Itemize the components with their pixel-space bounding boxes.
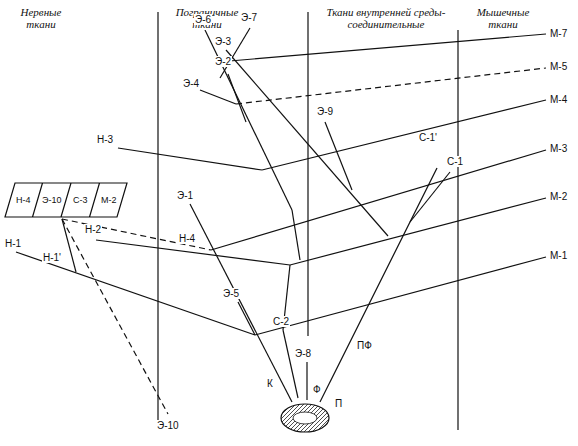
branch-label: М-3: [549, 143, 568, 154]
branch-label: П: [334, 398, 343, 409]
branch-label: С-2: [272, 316, 290, 327]
branch-label: ПФ: [356, 340, 373, 351]
branch-label: К: [266, 378, 274, 389]
branch-label: Н-4: [178, 233, 196, 244]
branch-label: Э-9: [316, 106, 334, 117]
branch-label: Н-3: [96, 134, 114, 145]
column-header: Нервные ткани: [4, 6, 78, 30]
branch-label: Ф: [312, 384, 322, 395]
cell-label: Э-10: [42, 195, 61, 205]
branch-label: Н-1': [42, 252, 62, 263]
branch-label: Э-4: [182, 78, 200, 89]
tissue-box: Н-4 Э-10 С-3 М-2: [4, 182, 128, 218]
branch-label: М-5: [549, 61, 568, 72]
branch-label: М-4: [549, 94, 568, 105]
branch-label: Э-8: [294, 348, 312, 359]
branch-label: М-2: [549, 191, 568, 202]
branch-label: Э-1: [176, 190, 194, 201]
branch-label: Э-10: [156, 420, 180, 431]
branch-label: М-1: [549, 250, 568, 261]
cell-label: Н-4: [16, 195, 31, 205]
branch-label: Э-5: [222, 288, 240, 299]
branch-label: Э-2: [214, 56, 232, 67]
branch-label: Э-3: [214, 36, 232, 47]
branch-label: С-1: [446, 156, 464, 167]
branch-label: Э-6: [194, 14, 212, 25]
branch-label: М-7: [549, 28, 568, 39]
column-header: Мышечные ткани: [462, 6, 544, 30]
branch-label: С-1': [418, 132, 438, 143]
cell-label: М-2: [101, 195, 117, 205]
branch-label: Н-2: [84, 224, 102, 235]
root-blob: [281, 404, 329, 432]
branch-label: Н-1: [4, 238, 22, 249]
branch-label: Э-7: [240, 12, 258, 23]
column-header: Ткани внутренней среды-соединительные: [312, 6, 460, 30]
cell-label: С-3: [73, 195, 88, 205]
